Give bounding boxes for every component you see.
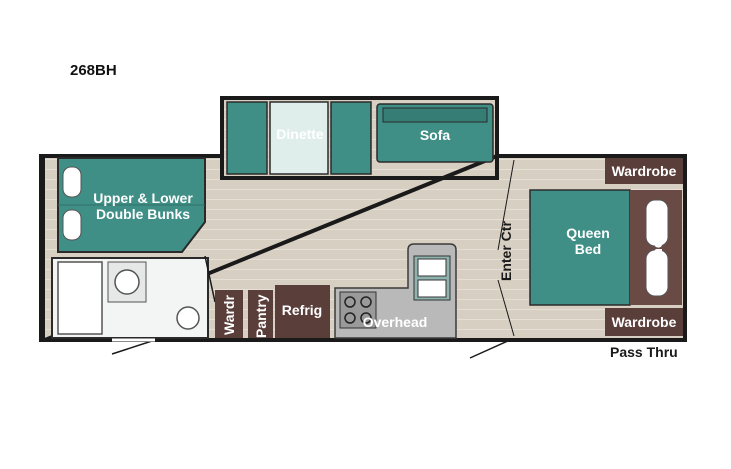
enter-ctr-label: Enter Ctr — [498, 221, 514, 281]
wardrobe-bottom-label: Wardrobe — [612, 314, 677, 330]
pantry-label: Pantry — [253, 294, 269, 338]
wardrobe-top — [605, 158, 683, 184]
queen-bed-label-line2: Bed — [575, 241, 601, 257]
dinette-seat-right — [330, 101, 372, 175]
dinette-label: Dinette — [276, 126, 324, 142]
dinette-seat-left — [226, 101, 268, 175]
toilet-icon — [176, 306, 200, 330]
wardrobe-top-label: Wardrobe — [612, 163, 677, 179]
overhead-label: Overhead — [363, 314, 428, 330]
refrig-label: Refrig — [282, 302, 322, 318]
sofa-back — [382, 107, 488, 123]
bath-sink-icon — [114, 269, 140, 295]
shelf-label: Shelf — [649, 231, 665, 266]
burner-1 — [344, 296, 356, 308]
pillow-2 — [645, 249, 669, 297]
shower — [57, 261, 103, 335]
burner-2 — [360, 296, 372, 308]
bunk-pillow-bottom — [62, 209, 82, 241]
sink-basin-1 — [417, 258, 447, 277]
queen-bed — [529, 189, 631, 306]
pantry-cabinet — [248, 290, 273, 338]
pillow-1 — [645, 199, 669, 247]
dinette-table — [269, 101, 329, 175]
burner-3 — [344, 312, 356, 324]
entertainment-wall — [497, 159, 515, 251]
model-number: 268BH — [70, 62, 117, 79]
wardr-label: Wardr — [221, 295, 237, 335]
sofa-label: Sofa — [420, 127, 451, 143]
bath-door — [204, 255, 216, 303]
sink-basin-2 — [417, 279, 447, 298]
bunks-label-line1: Upper & Lower — [93, 190, 193, 206]
refrigerator — [275, 285, 330, 338]
bunk-pillow-top — [62, 166, 82, 198]
entertainment-wall-2 — [497, 279, 515, 337]
entry-door-2 — [469, 339, 511, 359]
pass-thru-label: Pass Thru — [610, 344, 678, 360]
entry-door-1 — [111, 339, 156, 355]
wardrobe-bottom — [605, 308, 683, 336]
bunks-label-line2: Double Bunks — [96, 206, 190, 222]
burner-4 — [360, 312, 372, 324]
queen-bed-label-line1: Queen — [566, 225, 610, 241]
wardr-cabinet — [215, 290, 243, 338]
